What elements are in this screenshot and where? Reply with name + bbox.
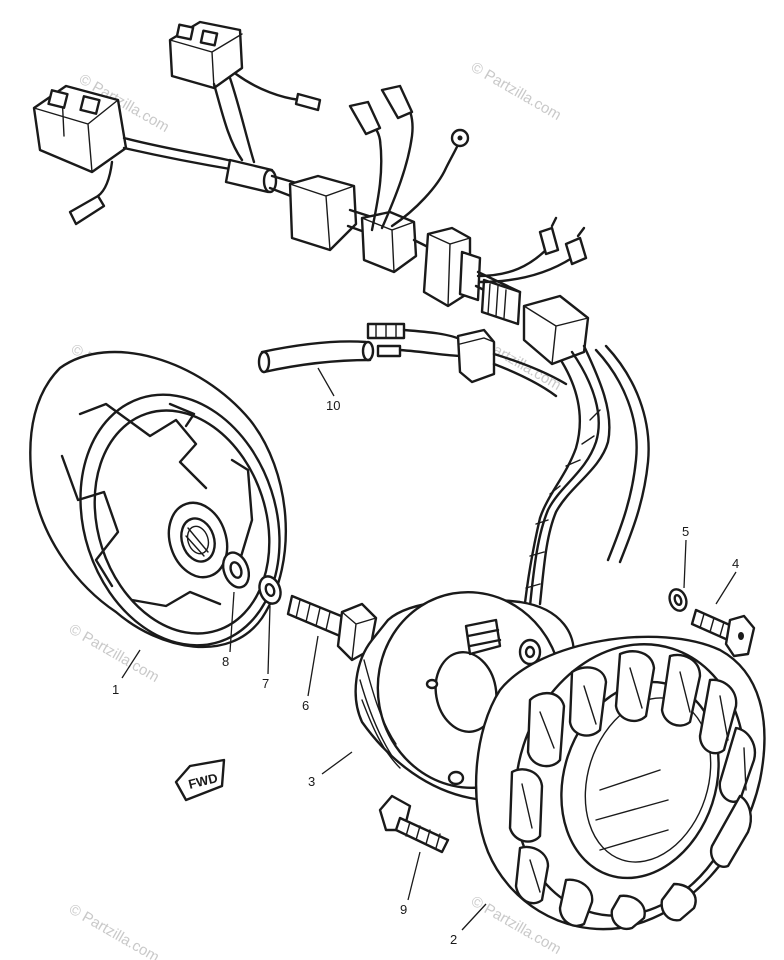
part-6-bolt [286,594,378,662]
callout-labels: 1 2 3 4 5 6 7 8 9 10 [112,398,739,947]
stator-lead-wires [522,344,650,614]
callout-10: 10 [326,398,340,413]
connector-top [168,20,244,90]
callout-2: 2 [450,932,457,947]
callout-8: 8 [222,654,229,669]
callout-3: 3 [308,774,315,789]
callout-4: 4 [732,556,739,571]
part-4-screw [690,608,756,658]
fwd-direction-badge: FWD [174,758,226,802]
callout-5: 5 [682,524,689,539]
callout-9: 9 [400,902,407,917]
callout-leaders [121,367,737,931]
watermark: © Partzilla.com [468,59,564,124]
wire-harness [32,20,590,398]
callout-6: 6 [302,698,309,713]
callout-7: 7 [262,676,269,691]
watermark: © Partzilla.com [66,901,162,960]
part-2-stator-coil [474,635,766,931]
part-7-lock-washer [258,575,282,605]
part-1-rotor [29,350,287,649]
callout-1: 1 [112,682,119,697]
connector-left [32,84,128,174]
fwd-label: FWD [187,770,219,792]
part-9-screw [378,794,450,854]
part-10-tube [257,340,375,374]
part-5-washer [668,588,688,612]
coil-windings [508,650,757,931]
part-8-washer [221,551,251,589]
